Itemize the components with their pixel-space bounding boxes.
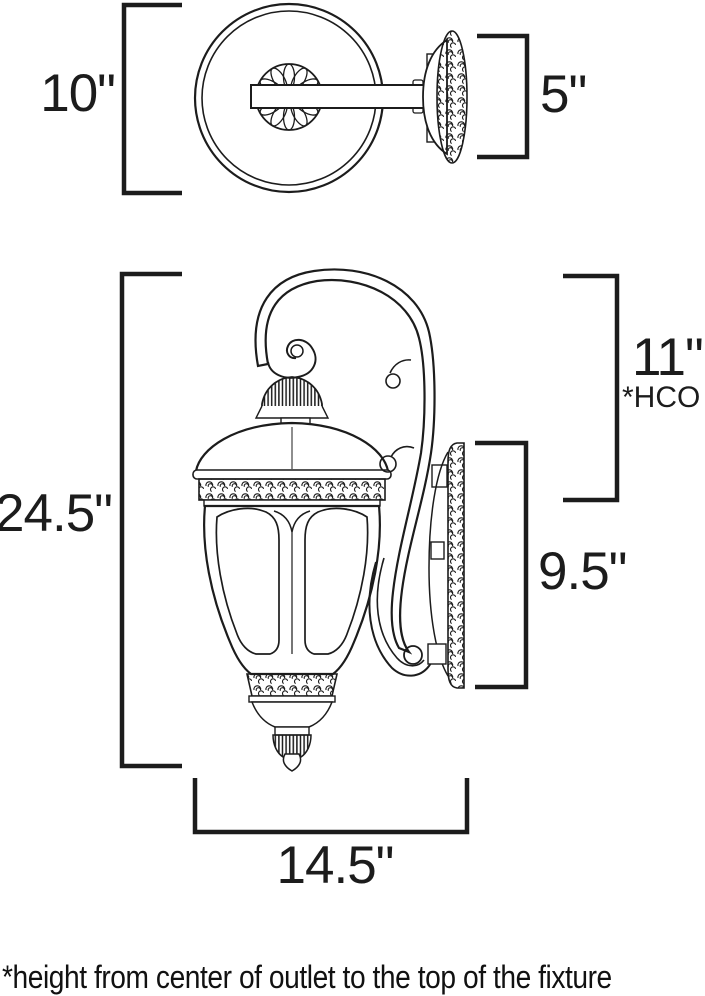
bracket-10in (121, 2, 182, 196)
mounting-arm-top (250, 79, 449, 114)
lantern-bottom-finial (245, 673, 339, 772)
scroll-curl-accent (290, 344, 304, 358)
bracket-14-5in (192, 778, 470, 835)
dim-label-fixture-width: 14.5" (276, 836, 395, 895)
top-view-drawing (193, 2, 468, 194)
bracket-11in (563, 273, 620, 503)
dim-label-hco-abbrev: *HCO (622, 381, 701, 414)
bracket-5in (477, 33, 530, 160)
scroll-bottom-curl (403, 645, 423, 665)
footnote-text: *height from center of outlet to the top… (2, 959, 612, 995)
dimension-brackets (119, 2, 620, 835)
lantern-body (203, 504, 381, 676)
dim-label-backplate-height: 9.5" (538, 542, 627, 601)
backplate-top-view (422, 30, 468, 164)
dim-label-top-view-backplate: 5" (540, 65, 587, 124)
dim-label-fixture-height: 24.5" (0, 484, 113, 543)
bracket-24-5in (119, 271, 182, 769)
dim-label-top-view-height: 10" (40, 64, 116, 123)
backplate-front-view (428, 442, 465, 689)
scroll-arm (254, 268, 447, 677)
front-view-drawing (192, 268, 465, 772)
dim-label-hco-height: 11" (632, 328, 704, 387)
lantern-dome (192, 421, 392, 507)
bracket-9-5in (475, 440, 529, 690)
